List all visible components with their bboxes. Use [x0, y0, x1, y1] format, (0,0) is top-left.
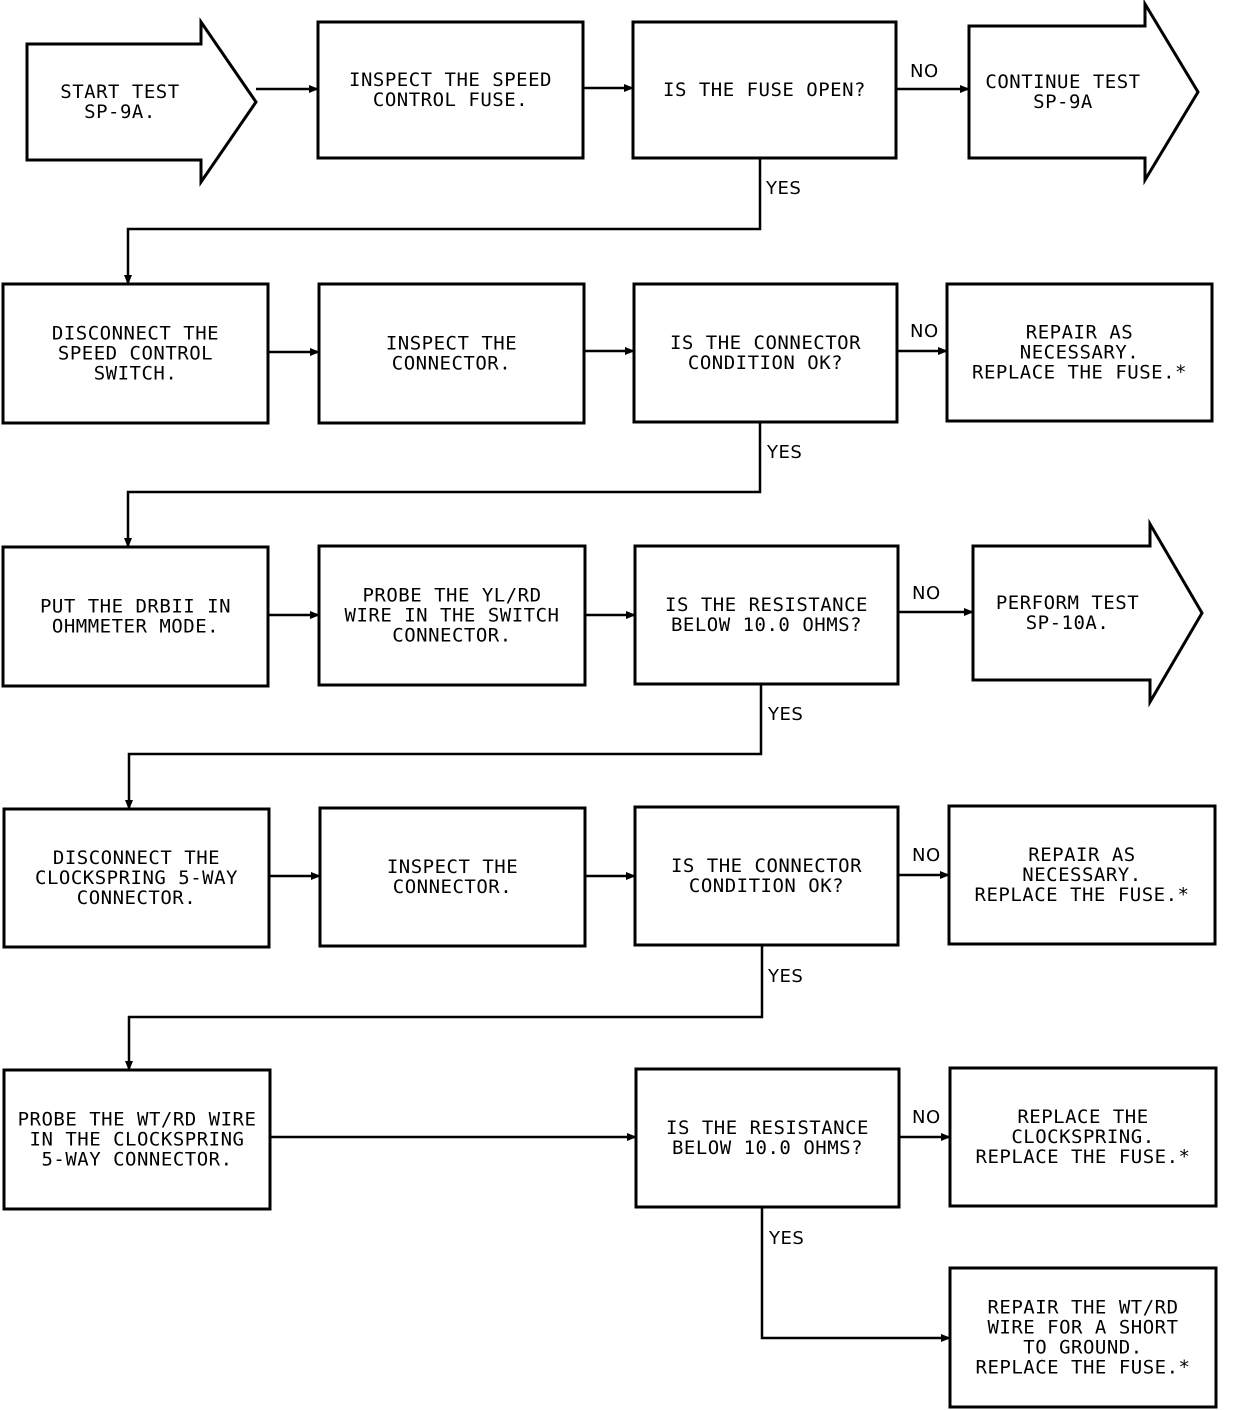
- disconnect-clock-box: [2, 807, 271, 949]
- put-drbii-box: [1, 545, 270, 688]
- conn-ok-1-text-line: CONDITION OK?: [688, 352, 843, 374]
- put-drbii-text-line: OHMMETER MODE.: [52, 616, 219, 638]
- fuse-open-text-line: IS THE FUSE OPEN?: [663, 79, 866, 101]
- inspect-fuse-text-line: INSPECT THE SPEED: [349, 69, 552, 91]
- conn-ok-2-text-line: IS THE CONNECTOR: [671, 855, 862, 877]
- disconnect-clock-text-line: CONNECTOR.: [77, 887, 196, 909]
- replace-clock-text-line: REPLACE THE FUSE.*: [976, 1146, 1191, 1168]
- repair-wt-rd-text-line: REPAIR THE WT/RD: [987, 1297, 1178, 1319]
- repair-2-text-line: REPAIR AS: [1028, 844, 1135, 866]
- probe-yl-rd-text-line: PROBE THE YL/RD: [362, 585, 541, 607]
- repair-2-text-line: NECESSARY.: [1022, 864, 1141, 886]
- edge-fuse-yes-label-yes: YES: [765, 178, 801, 199]
- probe-yl-rd-text-line: CONNECTOR.: [392, 625, 511, 647]
- repair-wt-rd-text-line: WIRE FOR A SHORT: [987, 1317, 1178, 1339]
- probe-wt-rd-text-line: PROBE THE WT/RD WIRE: [18, 1109, 257, 1131]
- inspect-fuse-text-line: CONTROL FUSE.: [373, 89, 528, 111]
- res-below-1-text-line: IS THE RESISTANCE: [665, 594, 868, 616]
- edge-conn1-yes: [124, 422, 762, 548]
- edge-res1-no-label-no: NO: [912, 583, 941, 604]
- edge-res1-yes-label-yes: YES: [767, 704, 803, 725]
- edge-res1-yes: [125, 684, 763, 810]
- repair-wt-rd-text-line: TO GROUND.: [1023, 1337, 1142, 1359]
- inspect-conn-1-text-line: CONNECTOR.: [392, 353, 511, 375]
- flowchart-shapes: [1, 0, 1218, 1409]
- res-below-2-text-line: BELOW 10.0 OHMS?: [672, 1137, 863, 1159]
- repair-wt-rd-text-line: REPLACE THE FUSE.*: [976, 1357, 1191, 1379]
- perform-test-arrow: [971, 518, 1204, 708]
- probe-wt-rd-text-line: IN THE CLOCKSPRING: [30, 1129, 245, 1151]
- inspect-conn-2-text-line: CONNECTOR.: [393, 876, 512, 898]
- disconnect-switch-text-line: SWITCH.: [94, 363, 178, 385]
- put-drbii-text-line: PUT THE DRBII IN: [40, 596, 231, 618]
- edge-conn2-no-label-no: NO: [912, 845, 941, 866]
- inspect-fuse-box: [316, 20, 585, 160]
- repair-1-text-line: REPLACE THE FUSE.*: [972, 362, 1187, 384]
- start-test-arrow: [25, 17, 258, 187]
- conn-ok-1-text-line: IS THE CONNECTOR: [670, 332, 861, 354]
- inspect-conn-2-box: [318, 806, 587, 948]
- conn-ok-2-text-line: CONDITION OK?: [689, 875, 844, 897]
- repair-2-box: [947, 804, 1217, 946]
- conn-ok-1-box: [632, 282, 899, 424]
- probe-wt-rd-text-line: 5-WAY CONNECTOR.: [41, 1149, 232, 1171]
- res-below-1-box: [633, 544, 900, 686]
- inspect-conn-1-text-line: INSPECT THE: [386, 333, 517, 355]
- res-below-2-box: [634, 1067, 901, 1209]
- continue-test-text-line: SP-9A: [1033, 91, 1093, 113]
- inspect-conn-2-text-line: INSPECT THE: [387, 856, 518, 878]
- replace-clock-text-line: CLOCKSPRING.: [1011, 1126, 1154, 1148]
- continue-test-text-line: CONTINUE TEST: [985, 71, 1140, 93]
- edge-res2-yes-label-yes: YES: [768, 1228, 804, 1249]
- repair-1-text-line: NECESSARY.: [1020, 342, 1139, 364]
- edge-conn1-yes-label-yes: YES: [766, 442, 802, 463]
- repair-2-text-line: REPLACE THE FUSE.*: [975, 884, 1190, 906]
- replace-clock-text-line: REPLACE THE: [1017, 1106, 1148, 1128]
- edge-conn1-no-label-no: NO: [910, 321, 939, 342]
- inspect-conn-1-box: [317, 282, 586, 425]
- probe-yl-rd-text-line: WIRE IN THE SWITCH: [345, 605, 560, 627]
- repair-1-text-line: REPAIR AS: [1026, 322, 1133, 344]
- edge-fuse-no-label-no: NO: [910, 61, 939, 82]
- res-below-2-text-line: IS THE RESISTANCE: [666, 1117, 869, 1139]
- disconnect-switch-text-line: DISCONNECT THE: [52, 323, 219, 345]
- start-test-text-line: SP-9A.: [84, 101, 156, 123]
- repair-wt-rd-box: [948, 1266, 1218, 1409]
- edge-fuse-yes: [124, 158, 762, 285]
- edge-res2-yes: [760, 1207, 951, 1342]
- continue-test-arrow: [967, 0, 1200, 186]
- disconnect-switch-box: [1, 282, 270, 425]
- disconnect-clock-text-line: DISCONNECT THE: [53, 847, 220, 869]
- start-test-text-line: START TEST: [60, 81, 179, 103]
- perform-test-text-line: PERFORM TEST: [996, 592, 1139, 614]
- flowchart-connectors: [124, 84, 974, 1342]
- edge-conn2-yes-label-yes: YES: [767, 966, 803, 987]
- probe-wt-rd-box: [2, 1068, 272, 1211]
- edge-conn2-yes: [125, 945, 764, 1071]
- conn-ok-2-box: [633, 805, 900, 947]
- edge-res2-no-label-no: NO: [912, 1107, 941, 1128]
- disconnect-clock-text-line: CLOCKSPRING 5-WAY: [35, 867, 238, 889]
- res-below-1-text-line: BELOW 10.0 OHMS?: [671, 614, 862, 636]
- replace-clock-box: [948, 1066, 1218, 1208]
- disconnect-switch-text-line: SPEED CONTROL: [58, 343, 213, 365]
- perform-test-text-line: SP-10A.: [1026, 612, 1110, 634]
